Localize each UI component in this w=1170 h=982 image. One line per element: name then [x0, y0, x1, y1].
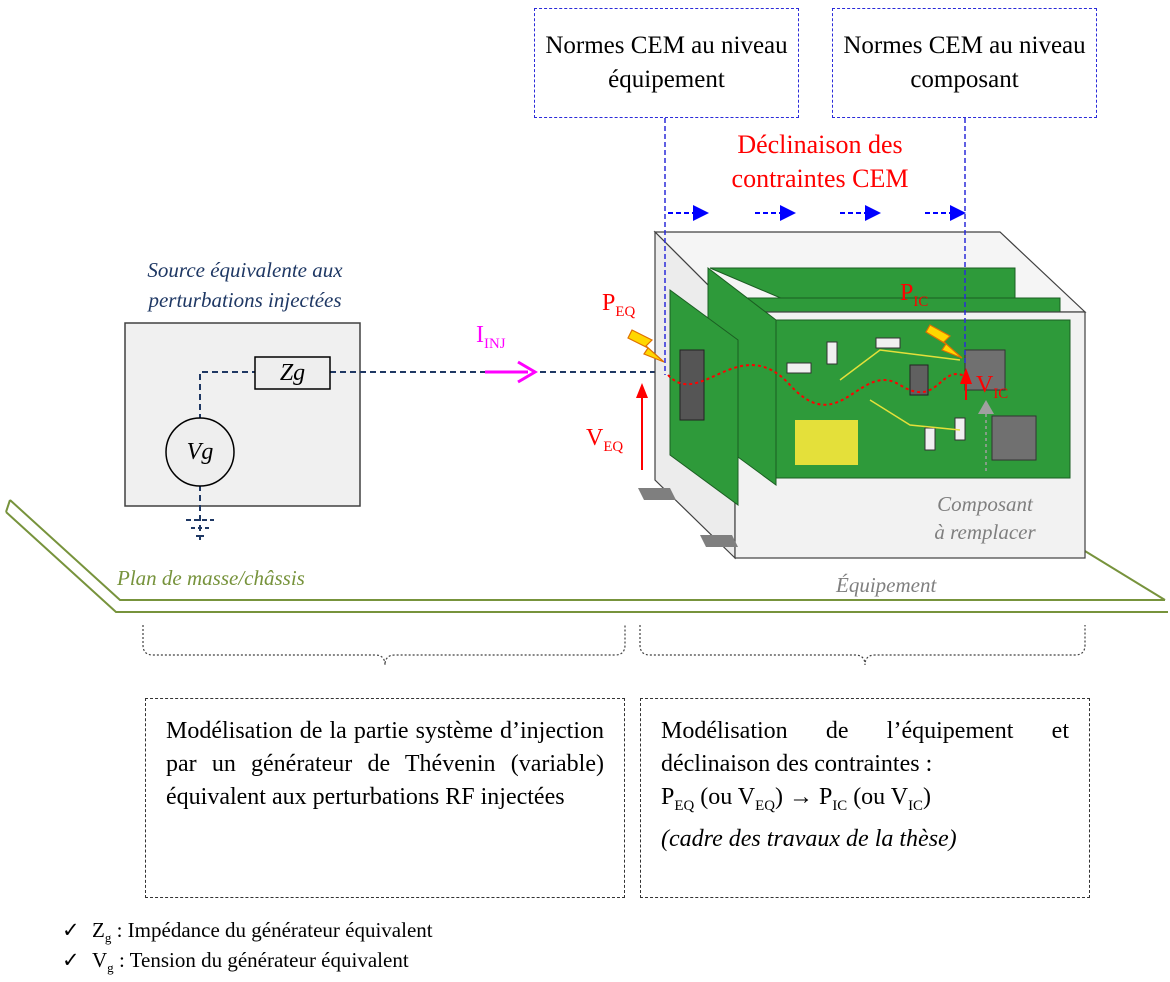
source-title: Source équivalente aux perturbations inj…: [100, 255, 390, 315]
brace-right: [639, 625, 1086, 666]
equipment-modeling-formula: PEQ (ou VEQ) → PIC (ou VIC): [661, 781, 1069, 823]
declination-title: Déclinaison des contraintes CEM: [690, 128, 950, 196]
equipment-box: [638, 230, 1087, 560]
iinj-sub: INJ: [484, 335, 506, 352]
equipment-modeling-line1: Modélisation de l’équipement et déclinai…: [661, 718, 1069, 777]
peq-main: P: [602, 290, 616, 316]
legend-vg-text: : Tension du générateur équivalent: [113, 948, 409, 972]
check-icon: ✓: [62, 948, 80, 972]
iinj-main: I: [476, 322, 484, 348]
voltage-vg-circle: [165, 417, 235, 487]
legend-item-vg: ✓ Vg : Tension du générateur équivalent: [62, 946, 409, 982]
voltage-vg-label: Vg: [186, 439, 214, 465]
formula-ou2: (ou: [847, 784, 891, 810]
iinj-label: IINJ: [476, 322, 506, 353]
legend-zg-sub: g: [104, 930, 112, 946]
ground-label: Plan de masse/châssis: [117, 566, 305, 590]
legend-zg-text: : Impédance du générateur équivalent: [111, 918, 433, 942]
impedance-zg-box: [254, 356, 331, 390]
formula-ou1: (ou: [694, 784, 738, 810]
veq-label: VEQ: [586, 425, 623, 456]
veq-arrow: [636, 383, 648, 470]
veq-main: V: [586, 425, 604, 451]
peq-sub: EQ: [615, 303, 636, 320]
norms-equipment-text: Normes CEM au niveau équipement: [545, 32, 788, 93]
impedance-zg-label: Zg: [279, 360, 306, 386]
norms-component-box: Normes CEM au niveau composant: [832, 8, 1097, 118]
formula-arrow: ) →: [774, 784, 819, 810]
system-modeling-text: Modélisation de la partie système d’inje…: [166, 718, 604, 810]
formula-veq: V: [737, 784, 756, 810]
legend-item-zg: ✓ Zg : Impédance du générateur équivalent: [62, 916, 433, 952]
declination-line2: contraintes CEM: [731, 164, 909, 193]
component-label: Composant à remplacer: [900, 490, 1070, 546]
pic-label: PIC: [900, 280, 928, 311]
component-line2: à remplacer: [934, 520, 1036, 544]
vic-arrow: [960, 368, 972, 400]
legend-vg-sub: g: [107, 960, 114, 976]
legend-vg-sym: V: [92, 948, 108, 972]
norms-component-text: Normes CEM au niveau composant: [843, 32, 1086, 93]
source-box: [124, 322, 665, 540]
formula-vic: V: [890, 784, 909, 810]
veq-sub: EQ: [603, 438, 624, 455]
source-title-line2: perturbations injectées: [148, 288, 342, 312]
vic-sub: IC: [993, 385, 1009, 402]
equipment-label: Équipement: [836, 573, 937, 597]
equipment-modeling-line3: (cadre des travaux de la thèse): [661, 825, 957, 852]
vic-main: V: [976, 372, 994, 398]
equipment-modeling-box: Modélisation de l’équipement et déclinai…: [640, 698, 1090, 898]
brace-left: [142, 625, 626, 666]
formula-pic-sub: IC: [832, 797, 848, 814]
source-title-line1: Source équivalente aux: [147, 258, 343, 282]
vic-label: VIC: [976, 372, 1008, 403]
legend-zg-sym: Z: [92, 918, 105, 942]
pic-main: P: [900, 280, 914, 306]
lightning-peq-icon: [627, 329, 665, 363]
component-pointer: [978, 400, 994, 472]
norms-equipment-box: Normes CEM au niveau équipement: [534, 8, 799, 118]
peq-label: PEQ: [602, 290, 635, 321]
declination-line1: Déclinaison des: [737, 130, 903, 159]
lightning-pic-icon: [925, 324, 963, 359]
formula-veq-sub: EQ: [755, 797, 775, 814]
formula-peq-sub: EQ: [674, 797, 695, 814]
iinj-arrow: [485, 360, 538, 384]
check-icon: ✓: [62, 918, 80, 942]
formula-peq: P: [661, 784, 675, 810]
formula-pic: P: [818, 784, 833, 810]
component-line1: Composant: [937, 492, 1033, 516]
formula-vic-sub: IC: [908, 797, 923, 814]
system-modeling-box: Modélisation de la partie système d’inje…: [145, 698, 625, 898]
formula-close: ): [922, 784, 931, 810]
pic-sub: IC: [913, 293, 929, 310]
